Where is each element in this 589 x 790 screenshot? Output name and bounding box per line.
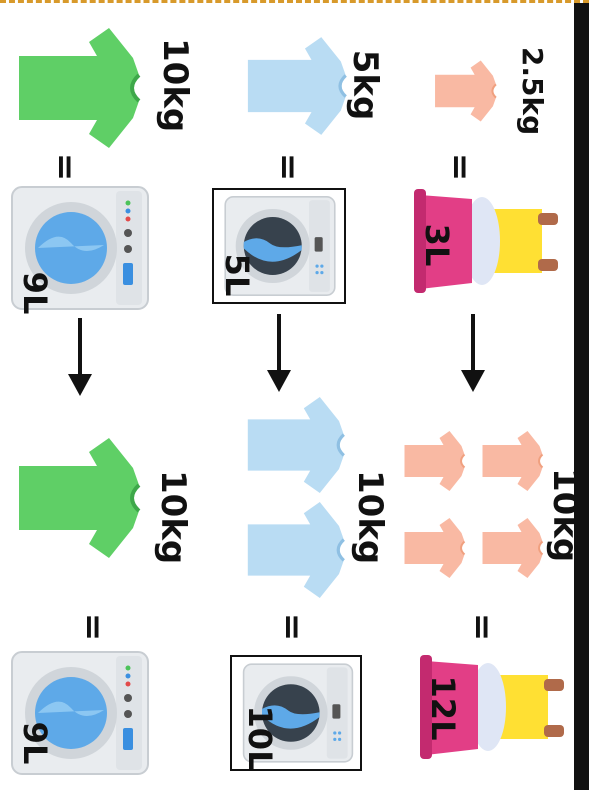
weight-label: 10kg bbox=[155, 38, 195, 133]
tshirt-icon bbox=[19, 438, 141, 558]
tshirt-icon bbox=[247, 37, 347, 135]
down-arrow-icon bbox=[68, 318, 92, 396]
tshirt-icon bbox=[435, 60, 497, 122]
capacity-label: 5L bbox=[218, 253, 256, 297]
washing-machine-icon bbox=[11, 186, 149, 310]
washing-machine-icon bbox=[242, 663, 354, 763]
weight-label: 10kg bbox=[350, 470, 390, 565]
tshirt-icon bbox=[247, 502, 345, 598]
laundry-basin-icon bbox=[420, 655, 564, 759]
laundry-basin-icon bbox=[414, 189, 558, 293]
tshirt-icon bbox=[19, 28, 141, 148]
capacity-label: 12L bbox=[424, 675, 462, 741]
capacity-label: 3L bbox=[418, 223, 456, 267]
tshirt-icon bbox=[247, 397, 345, 493]
capacity-label: 9L bbox=[16, 721, 54, 765]
tshirt-icon bbox=[404, 431, 466, 491]
washing-machine-icon bbox=[224, 196, 336, 296]
right-edge-bar bbox=[574, 3, 589, 790]
tshirt-icon bbox=[404, 518, 466, 578]
tshirt-icon bbox=[482, 431, 544, 491]
equals-sign: = bbox=[73, 612, 113, 644]
down-arrow-icon bbox=[461, 314, 485, 392]
washing-machine-icon bbox=[11, 651, 149, 775]
tshirt-icon bbox=[482, 518, 544, 578]
down-arrow-icon bbox=[267, 314, 291, 392]
equals-sign: = bbox=[45, 152, 85, 184]
weight-label: 5kg bbox=[345, 49, 385, 121]
capacity-label: 9L bbox=[16, 271, 54, 315]
equals-sign: = bbox=[462, 612, 502, 644]
equals-sign: = bbox=[268, 152, 308, 184]
weight-label: 2.5kg bbox=[516, 46, 549, 136]
equals-sign: = bbox=[272, 612, 312, 644]
weight-label: 10kg bbox=[153, 470, 193, 565]
capacity-label: 10L bbox=[241, 705, 279, 771]
equals-sign: = bbox=[440, 152, 480, 184]
